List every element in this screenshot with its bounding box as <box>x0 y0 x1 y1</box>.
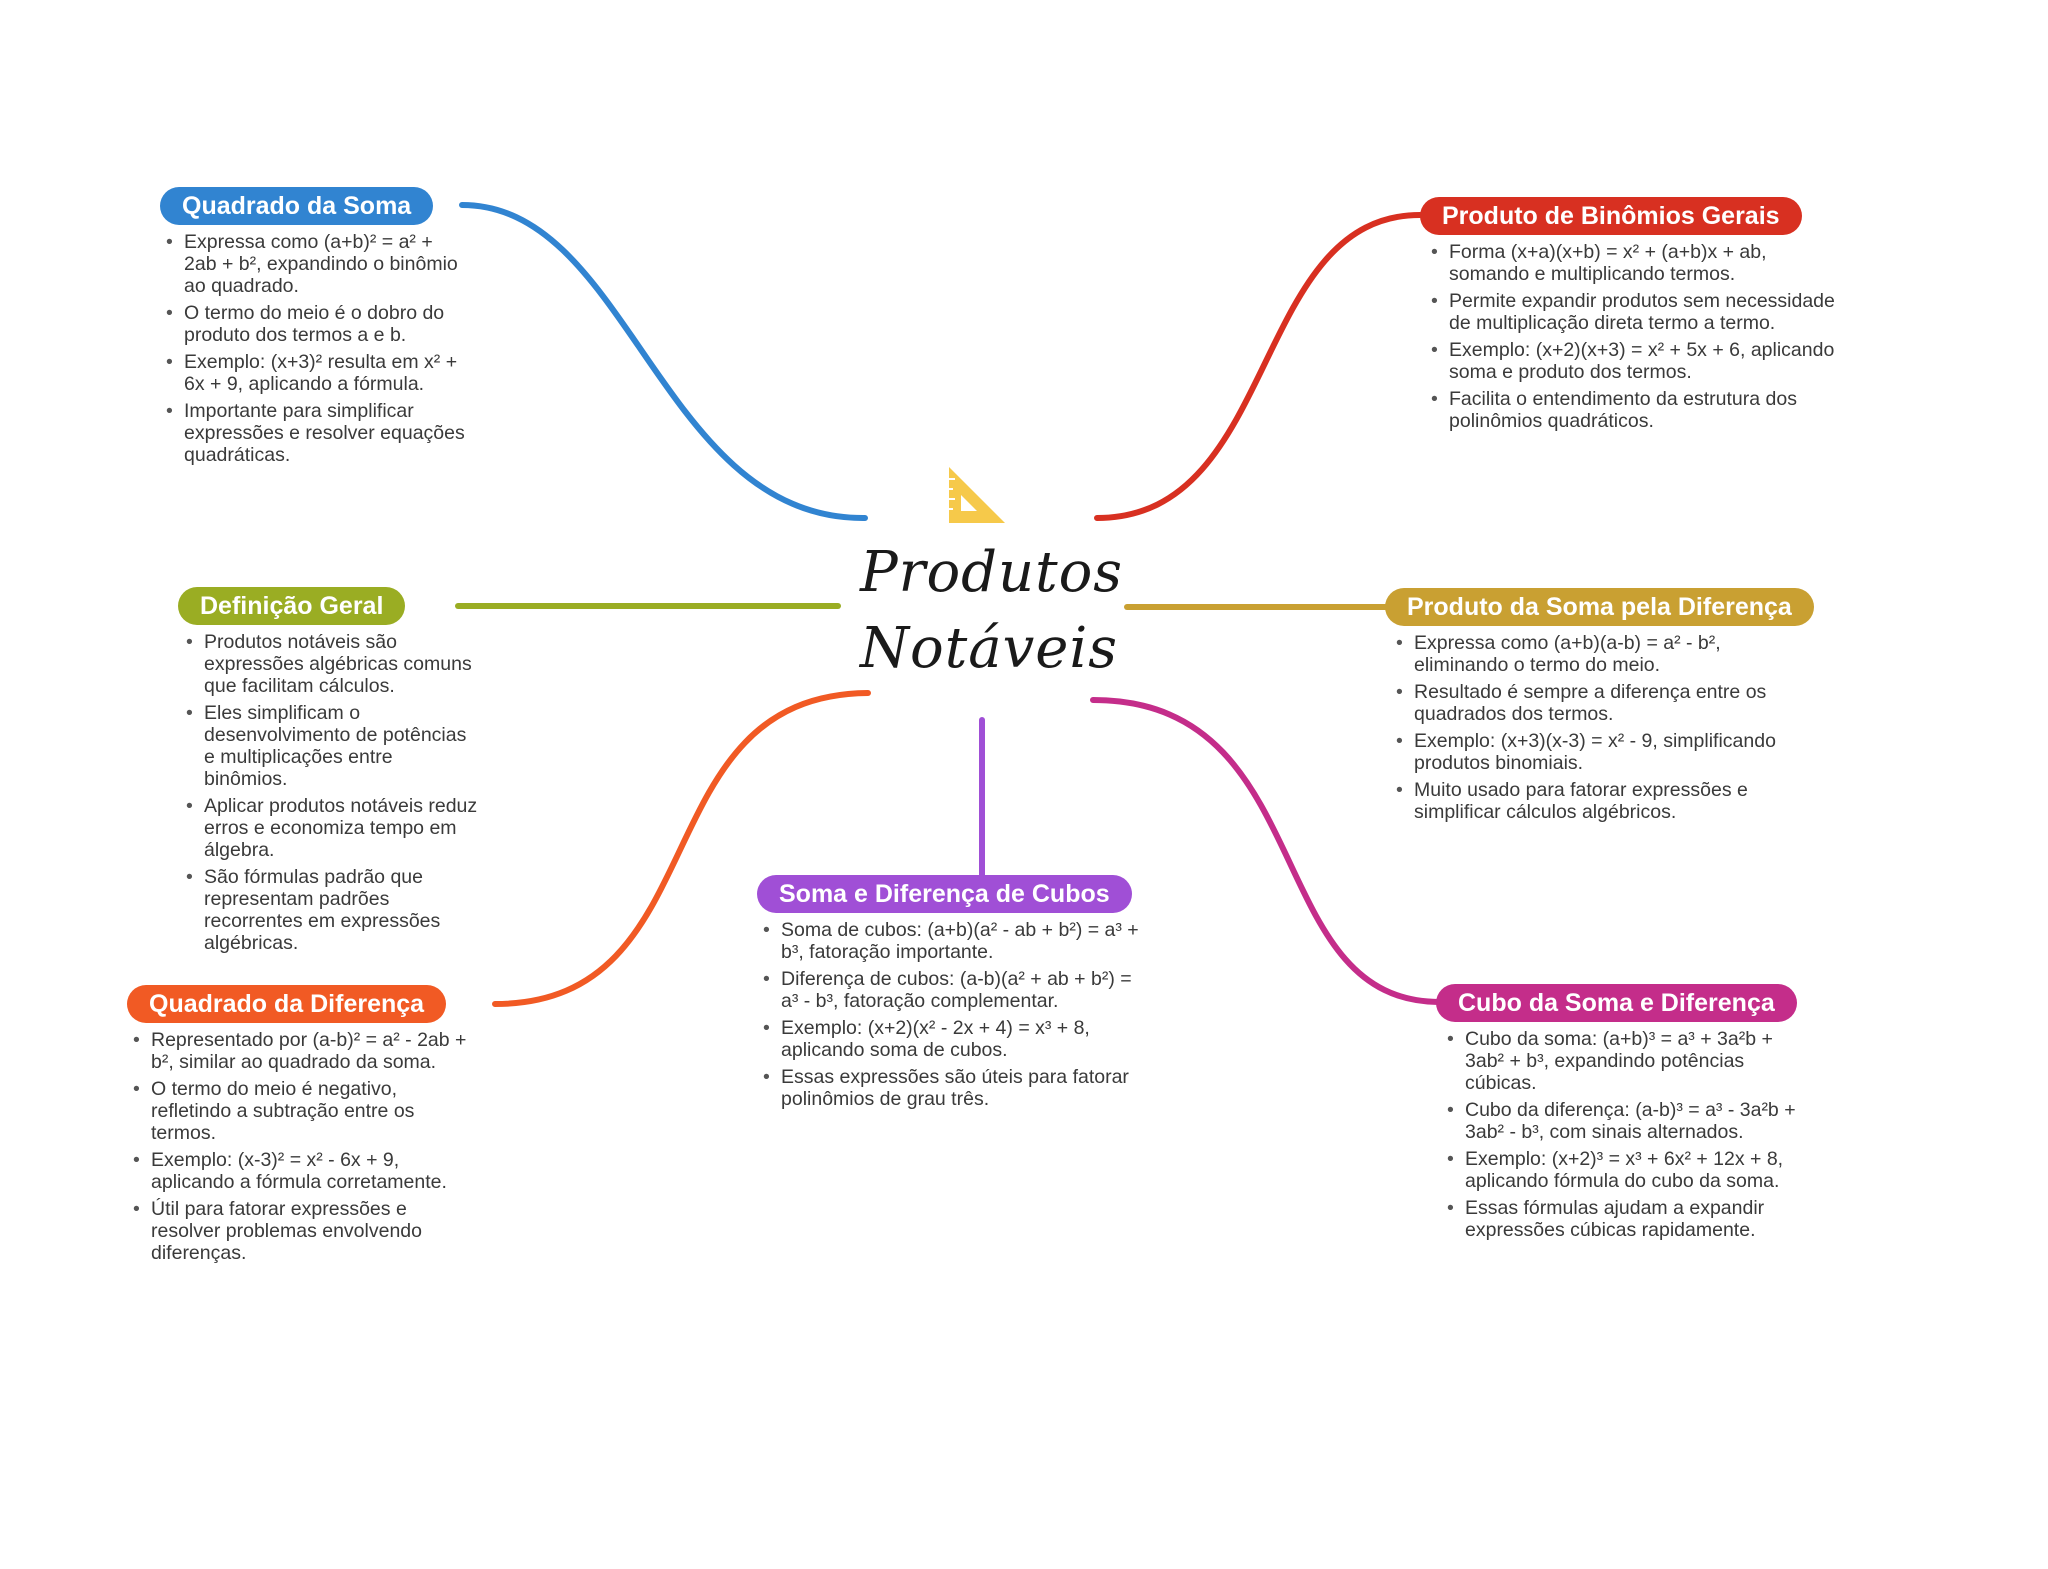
central-title: Produtos Notáveis <box>860 535 1124 687</box>
branch-point-list: Forma (x+a)(x+b) = x² + (a+b)x + ab, som… <box>1425 241 1845 432</box>
branch-point: Forma (x+a)(x+b) = x² + (a+b)x + ab, som… <box>1425 241 1845 285</box>
branch-soma-diferenca-cubos: Soma e Diferença de Cubos Soma de cubos:… <box>757 875 1217 1115</box>
branch-point-list: Expressa como (a+b)² = a² + 2ab + b², ex… <box>160 231 470 466</box>
branch-soma-pela-diferenca: Produto da Soma pela Diferença Expressa … <box>1385 588 1915 828</box>
branch-point: Soma de cubos: (a+b)(a² - ab + b²) = a³ … <box>757 919 1147 963</box>
branch-point: Expressa como (a+b)² = a² + 2ab + b², ex… <box>160 231 470 297</box>
branch-title-pill[interactable]: Produto de Binômios Gerais <box>1420 197 1802 235</box>
connector-binomios-gerais <box>1094 212 1423 521</box>
branch-point: Muito usado para fatorar expressões e si… <box>1390 779 1820 823</box>
branch-point: Produtos notáveis são expressões algébri… <box>180 631 480 697</box>
central-title-line-2: Notáveis <box>860 616 1119 681</box>
branch-point: O termo do meio é o dobro do produto dos… <box>160 302 470 346</box>
branch-point: Útil para fatorar expressões e resolver … <box>127 1198 477 1264</box>
branch-point: Resultado é sempre a diferença entre os … <box>1390 681 1820 725</box>
branch-point-list: Cubo da soma: (a+b)³ = a³ + 3a²b + 3ab² … <box>1441 1028 1801 1241</box>
branch-point: Essas fórmulas ajudam a expandir express… <box>1441 1197 1801 1241</box>
branch-point: Eles simplificam o desenvolvimento de po… <box>180 702 480 790</box>
branch-point-list: Soma de cubos: (a+b)(a² - ab + b²) = a³ … <box>757 919 1147 1110</box>
branch-title-pill[interactable]: Quadrado da Soma <box>160 187 434 225</box>
branch-title-pill[interactable]: Produto da Soma pela Diferença <box>1385 588 1814 626</box>
branch-point-list: Expressa como (a+b)(a-b) = a² - b², elim… <box>1390 632 1820 823</box>
branch-point-list: Produtos notáveis são expressões algébri… <box>180 631 480 954</box>
branch-point: Cubo da diferença: (a-b)³ = a³ - 3a²b + … <box>1441 1099 1801 1143</box>
triangle-ruler-icon <box>949 467 1005 523</box>
branch-title-pill[interactable]: Cubo da Soma e Diferença <box>1436 984 1797 1022</box>
branch-point: Exemplo: (x+2)³ = x³ + 6x² + 12x + 8, ap… <box>1441 1148 1801 1192</box>
branch-point: Exemplo: (x+2)(x² - 2x + 4) = x³ + 8, ap… <box>757 1017 1147 1061</box>
branch-point: Diferença de cubos: (a-b)(a² + ab + b²) … <box>757 968 1147 1012</box>
branch-point: Exemplo: (x+3)(x-3) = x² - 9, simplifica… <box>1390 730 1820 774</box>
branch-point: Facilita o entendimento da estrutura dos… <box>1425 388 1845 432</box>
central-topic: Produtos Notáveis <box>860 465 1124 695</box>
branch-point: Aplicar produtos notáveis reduz erros e … <box>180 795 480 861</box>
branch-point: Expressa como (a+b)(a-b) = a² - b², elim… <box>1390 632 1820 676</box>
branch-point: Permite expandir produtos sem necessidad… <box>1425 290 1845 334</box>
branch-point: Exemplo: (x+2)(x+3) = x² + 5x + 6, aplic… <box>1425 339 1845 383</box>
branch-title-pill[interactable]: Quadrado da Diferença <box>127 985 447 1023</box>
branch-point: Exemplo: (x+3)² resulta em x² + 6x + 9, … <box>160 351 470 395</box>
branch-definicao-geral: Definição Geral Produtos notáveis são ex… <box>178 587 498 959</box>
connector-quadrado-soma <box>459 202 868 522</box>
branch-binomios-gerais: Produto de Binômios Gerais Forma (x+a)(x… <box>1420 197 1900 437</box>
branch-point: São fórmulas padrão que representam padr… <box>180 866 480 954</box>
central-title-line-1: Produtos <box>860 540 1124 605</box>
branch-point: O termo do meio é negativo, refletindo a… <box>127 1078 477 1144</box>
branch-point-list: Representado por (a-b)² = a² - 2ab + b²,… <box>127 1029 477 1264</box>
branch-point: Exemplo: (x-3)² = x² - 6x + 9, aplicando… <box>127 1149 477 1193</box>
connector-cubo-soma-diferenca <box>1090 697 1441 1005</box>
branch-quadrado-diferenca: Quadrado da Diferença Representado por (… <box>127 985 497 1269</box>
branch-point: Importante para simplificar expressões e… <box>160 400 470 466</box>
branch-point: Representado por (a-b)² = a² - 2ab + b²,… <box>127 1029 477 1073</box>
branch-cubo-soma-diferenca: Cubo da Soma e Diferença Cubo da soma: (… <box>1436 984 1896 1246</box>
branch-point: Essas expressões são úteis para fatorar … <box>757 1066 1147 1110</box>
branch-title-pill[interactable]: Soma e Diferença de Cubos <box>757 875 1132 913</box>
branch-title-pill[interactable]: Definição Geral <box>178 587 406 625</box>
branch-point: Cubo da soma: (a+b)³ = a³ + 3a²b + 3ab² … <box>1441 1028 1801 1094</box>
connector-quadrado-diferenca <box>492 690 871 1007</box>
branch-quadrado-soma: Quadrado da Soma Expressa como (a+b)² = … <box>160 187 480 471</box>
